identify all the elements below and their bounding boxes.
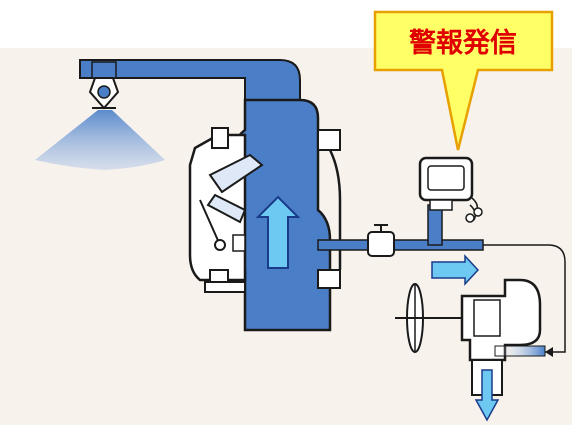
gate-valve-icon	[395, 278, 553, 396]
alarm-callout: 警報発信	[373, 10, 554, 151]
flow-up-arrow	[255, 195, 301, 269]
supply-pipe-top	[79, 59, 301, 101]
water-spray	[35, 110, 165, 170]
pressure-switch-icon	[418, 156, 483, 223]
sprinkler-head-icon	[88, 61, 120, 110]
alarm-line-pipe	[317, 204, 566, 353]
callout-label: 警報発信	[409, 28, 517, 59]
drain-down-arrow	[474, 369, 500, 422]
flow-right-arrow	[431, 254, 480, 286]
